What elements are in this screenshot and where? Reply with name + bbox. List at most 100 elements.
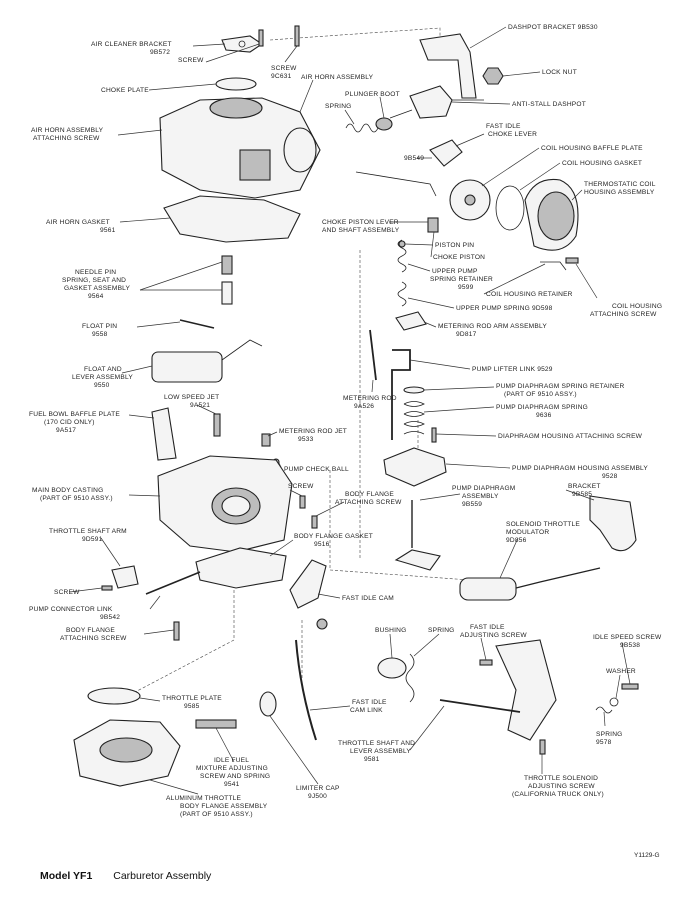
pump-lifter-link-part — [391, 349, 411, 440]
label-choke-plate: CHOKE PLATE — [101, 87, 149, 94]
label-spring-top: SPRING — [325, 103, 351, 110]
label-pump-lifter-link: PUMP LIFTER LINK 9529 — [472, 366, 553, 373]
limiter-cap-part — [259, 691, 277, 717]
screw-part-top — [258, 29, 264, 47]
label-fast-idle-cam: FAST IDLE CAM — [342, 595, 394, 602]
metering-rod-part — [369, 329, 377, 381]
idle-fuel-screw-part — [195, 719, 237, 729]
idle-speed-screw-part — [621, 683, 639, 690]
fuel-bowl-baffle-part — [151, 407, 177, 461]
throttle-shaft-arm-part — [111, 565, 139, 589]
spring-part-bottom — [405, 653, 415, 703]
label-lock-nut: LOCK NUT — [542, 69, 577, 76]
label-choke-piston: CHOKE PISTON — [433, 254, 485, 261]
label-fuel-bowl-baffle: FUEL BOWL BAFFLE PLATE(170 CID ONLY)9A51… — [29, 411, 120, 434]
label-screw-top: SCREW — [178, 57, 204, 64]
pump-diaphragm-housing-part — [383, 447, 447, 487]
throttle-plate-part — [87, 687, 141, 705]
air-cleaner-bracket-part — [221, 35, 263, 53]
label-washer: WASHER — [606, 668, 636, 675]
plunger-boot-part — [375, 117, 393, 131]
spring-9578-part — [595, 706, 613, 714]
screw-part-mid — [299, 495, 306, 509]
label-main-body-casting: MAIN BODY CASTING(PART OF 9510 ASSY.) — [32, 487, 113, 502]
throttle-shaft-lever-part — [495, 639, 557, 741]
bushing-part — [377, 657, 407, 679]
label-anti-stall-dashpot: ANTI-STALL DASHPOT — [512, 101, 586, 108]
coil-screw-part — [565, 257, 579, 264]
body-flange-screw-part-left — [173, 621, 180, 641]
parts — [73, 25, 639, 787]
label-bushing: BUSHING — [375, 627, 406, 634]
dashpot-part — [409, 85, 453, 119]
label-diaphragm-housing-screw: DIAPHRAGM HOUSING ATTACHING SCREW — [498, 433, 643, 440]
low-speed-jet-part — [213, 413, 221, 437]
lock-nut-part — [482, 67, 504, 85]
coil-retainer-part — [540, 261, 567, 271]
screw-part-9c631 — [294, 25, 300, 47]
fast-idle-cam-link-part — [295, 639, 317, 741]
label-coil-housing-gasket: COIL HOUSING GASKET — [562, 160, 642, 167]
figure-code: Y1129-G — [634, 852, 660, 859]
label-coil-housing-retainer: COIL HOUSING RETAINER — [486, 291, 573, 298]
washer-part — [609, 697, 619, 707]
screw-part-left — [101, 585, 113, 591]
body-flange-gasket-part — [195, 547, 287, 589]
label-dashpot-bracket: DASHPOT BRACKET 9B530 — [508, 24, 598, 31]
label-piston-pin: PISTON PIN — [435, 242, 474, 249]
label-coil-housing-baffle: COIL HOUSING BAFFLE PLATE — [541, 145, 643, 152]
label-air-horn-assembly: AIR HORN ASSEMBLY — [301, 74, 374, 81]
coil-gasket-part — [495, 185, 525, 231]
fast-idle-screw-part — [479, 659, 493, 666]
dashpot-bracket-part — [419, 33, 477, 99]
pump-spring-retainer-part — [403, 386, 425, 394]
solenoid-modulator-part — [459, 577, 517, 601]
caption-title: Carburetor Assembly — [113, 870, 212, 882]
choke-lever-part — [429, 139, 463, 167]
fast-idle-cam-part — [289, 559, 327, 609]
label-screw-left: SCREW — [54, 589, 80, 596]
label-pump-check-ball: PUMP CHECK BALL — [284, 466, 349, 473]
bracket-part — [589, 495, 637, 552]
leader-lines — [69, 26, 631, 795]
diaphragm-screw-part — [431, 427, 437, 443]
label-pump-diaphragm-retainer: PUMP DIAPHRAGM SPRING RETAINER(PART OF 9… — [496, 383, 625, 398]
pump-diaphragm-spring-part — [403, 401, 425, 435]
label-part-9b549: 9B549 — [404, 155, 424, 162]
label-spring-bottom: SPRING — [428, 627, 454, 634]
metering-rod-arm-part — [395, 311, 427, 331]
spring-part-top — [345, 123, 379, 133]
